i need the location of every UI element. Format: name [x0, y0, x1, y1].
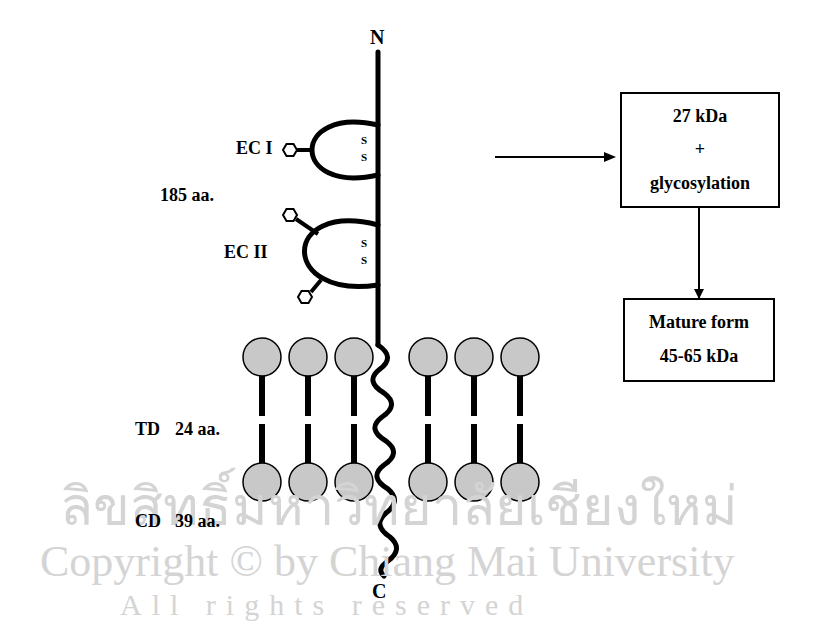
- part-label: EC I: [236, 139, 273, 159]
- part-label: CD: [135, 512, 161, 532]
- glycan-chains: [283, 144, 321, 303]
- watermark: Copyright © by Chiang Mai University: [40, 538, 735, 586]
- disulfide-label: S: [361, 134, 367, 146]
- part-label: EC II: [224, 243, 268, 263]
- box-text: +: [695, 139, 705, 161]
- disulfide-label: S: [361, 151, 367, 163]
- flow-arrow: [698, 208, 700, 298]
- part-label: N: [370, 26, 384, 48]
- box-text: glycosylation: [650, 173, 750, 195]
- disulfide-label: S: [361, 254, 367, 266]
- watermark: All rights reserved: [120, 588, 533, 621]
- process-box: 27 kDa + glycosylation: [620, 92, 780, 208]
- part-label: C: [372, 580, 386, 602]
- box-text: 27 kDa: [673, 106, 728, 128]
- part-label: 39 aa.: [175, 512, 220, 532]
- lipid-bilayer: [243, 338, 539, 501]
- disulfide-label: S: [361, 237, 367, 249]
- box-text: Mature form: [649, 312, 749, 334]
- part-label: 185 aa.: [160, 186, 214, 206]
- part-label: 24 aa.: [175, 420, 220, 440]
- process-box: Mature form 45-65 kDa: [623, 298, 775, 382]
- leader-arrow: [495, 152, 616, 162]
- watermark: ลิขสิทธิ์มหาวิทยาลัยเชียงใหม่: [60, 478, 738, 537]
- part-label: TD: [135, 420, 160, 440]
- box-text: 45-65 kDa: [660, 346, 739, 368]
